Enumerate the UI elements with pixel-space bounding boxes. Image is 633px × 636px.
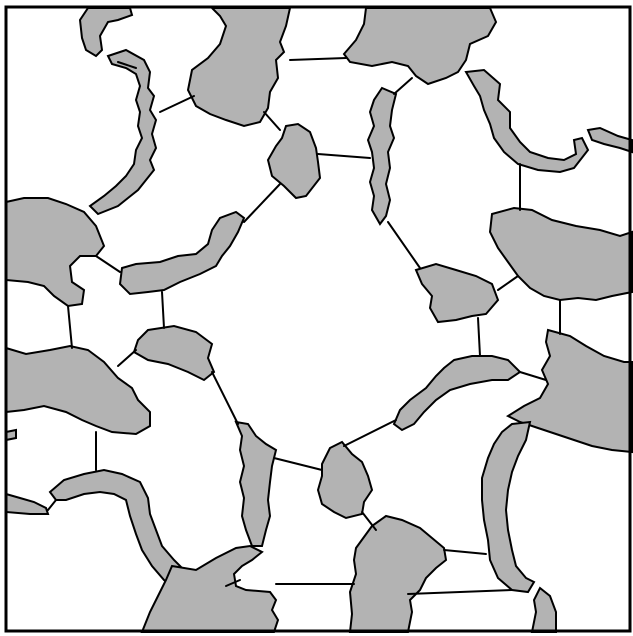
matrix-background	[6, 7, 630, 631]
